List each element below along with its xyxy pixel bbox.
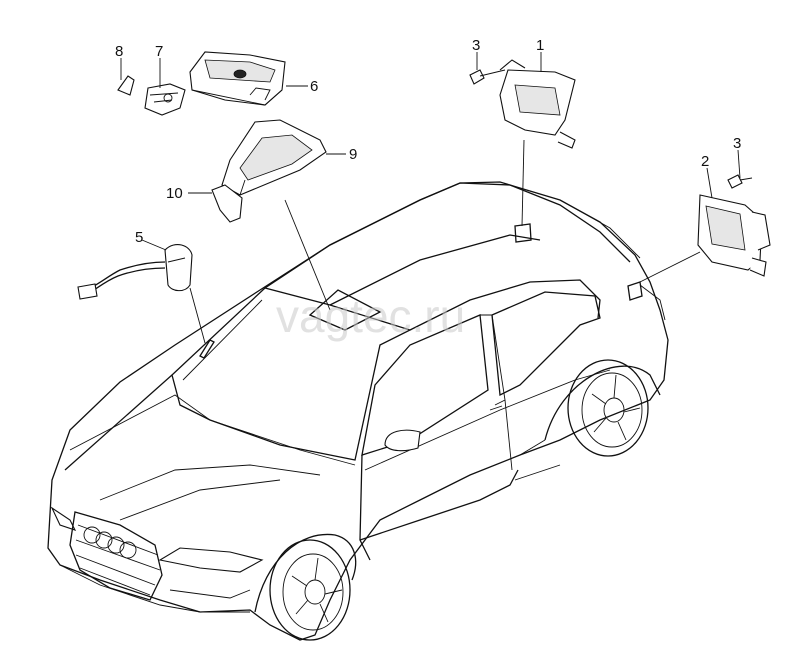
part-8-clip: [117, 75, 135, 96]
location-marker-mirror: [199, 339, 215, 359]
location-marker-rear: [627, 281, 643, 301]
callout-1: 1: [536, 37, 544, 54]
part-7-bracket: [144, 83, 186, 116]
callout-2: 2: [701, 153, 709, 170]
part-6-module: [189, 51, 286, 106]
callout-7: 7: [155, 43, 163, 60]
callout-9: 9: [349, 146, 357, 163]
callout-3-b: 3: [733, 135, 741, 152]
location-marker-roof: [514, 223, 532, 243]
front-wheel: [269, 539, 351, 641]
rear-wheel: [567, 359, 649, 457]
part-1-control-unit: [499, 59, 576, 149]
location-marker-windshield: [308, 289, 382, 331]
callout-10: 10: [166, 185, 183, 202]
leader-lines: [120, 52, 741, 344]
watermark-text: vagtec.ru: [276, 290, 465, 342]
part-3-screw-b: [727, 174, 753, 189]
callout-5: 5: [135, 229, 143, 246]
part-10-trim: [211, 184, 243, 223]
car-illustration: [47, 181, 669, 641]
callout-6: 6: [310, 78, 318, 95]
part-5-sensor-with-cable: [77, 244, 193, 300]
callout-3-a: 3: [472, 37, 480, 54]
part-9-cover: [221, 119, 327, 196]
callout-8: 8: [115, 43, 123, 60]
part-3-screw-a: [469, 69, 506, 85]
front-grille: [69, 511, 163, 601]
part-2-control-unit: [697, 194, 771, 277]
